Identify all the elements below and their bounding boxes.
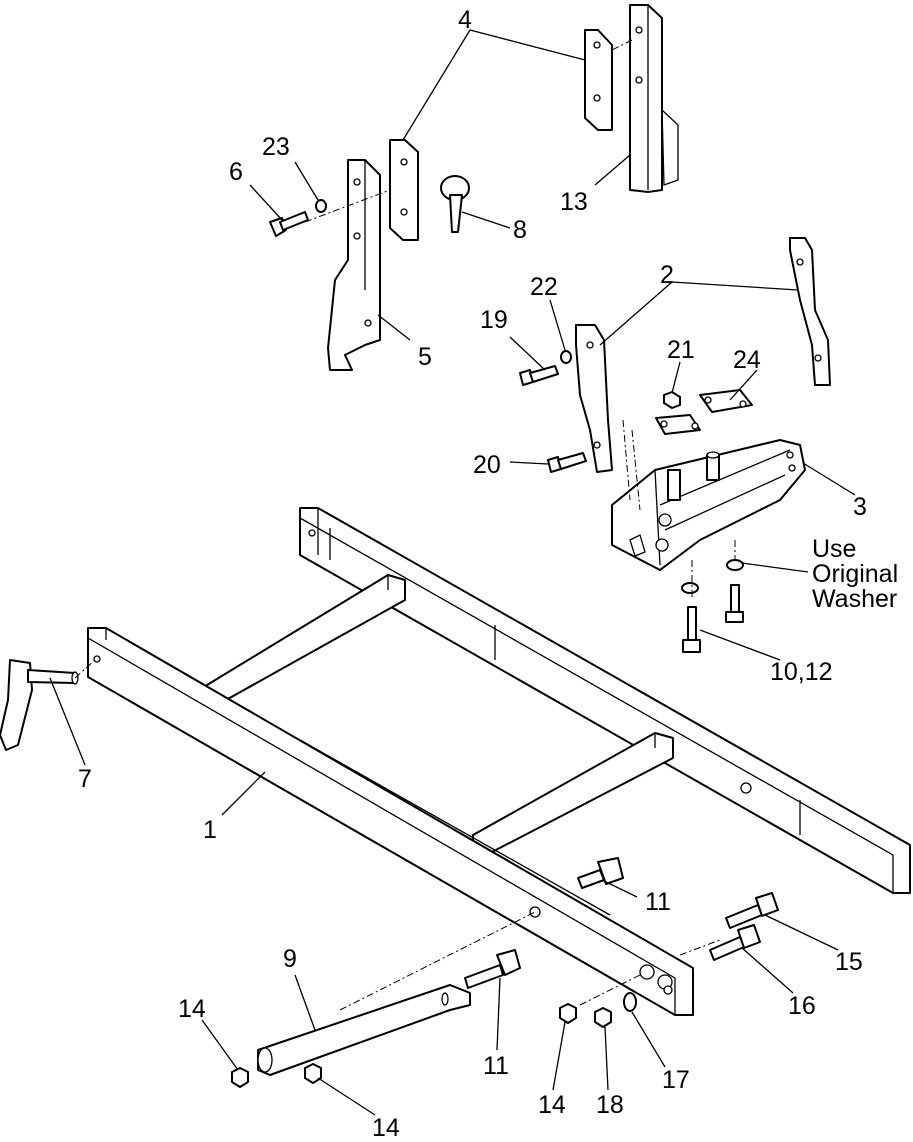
nut-18 <box>594 1007 612 1028</box>
callout-2: 2 <box>660 261 674 289</box>
nut-14-left <box>231 1067 249 1088</box>
callout-13: 13 <box>560 188 588 216</box>
bolt-20 <box>547 452 587 473</box>
callout-9: 9 <box>283 945 297 973</box>
note-washer: Washer <box>812 585 897 613</box>
alignment-lines <box>74 39 736 1011</box>
bolt-16 <box>709 924 761 961</box>
callout-15: 15 <box>835 948 863 976</box>
callout-3: 3 <box>853 493 867 521</box>
callout-20: 20 <box>473 451 501 479</box>
callout-1: 1 <box>203 816 217 844</box>
leader-lines <box>49 29 856 1116</box>
callout-10-12: 10,12 <box>770 658 833 686</box>
callout-11-upper: 11 <box>645 888 671 916</box>
mount-plate-left <box>575 324 613 473</box>
callout-4: 4 <box>458 6 472 34</box>
bolt-15 <box>725 892 779 929</box>
frame-assembly <box>87 507 911 1016</box>
lock-pin <box>440 175 470 233</box>
callout-14-bottom: 14 <box>372 1114 400 1142</box>
washer-17 <box>623 992 637 1012</box>
clamp-plates-24 <box>655 389 753 435</box>
callout-labels: 4 23 6 8 13 5 2 22 19 21 24 20 3 Use Ori… <box>78 6 898 1142</box>
note-use: Use <box>812 535 856 563</box>
callout-11-lower: 11 <box>483 1052 509 1080</box>
callout-14-mid: 14 <box>538 1091 566 1119</box>
nut-14-bottom <box>304 1063 322 1084</box>
washer-23 <box>315 199 327 213</box>
callout-16: 16 <box>788 992 816 1020</box>
callout-21: 21 <box>667 336 695 364</box>
note-original: Original <box>812 560 898 588</box>
mount-plate-right <box>789 237 831 386</box>
callout-8: 8 <box>513 216 527 244</box>
bolt-11-upper <box>577 857 624 889</box>
callout-6: 6 <box>229 158 243 186</box>
callout-22: 22 <box>530 273 558 301</box>
right-mount-bracket <box>584 4 679 193</box>
callout-18: 18 <box>596 1091 624 1119</box>
bolt-6 <box>269 211 309 237</box>
left-mount-bracket <box>327 139 419 371</box>
bolts-10-12 <box>682 584 744 653</box>
handle-pin <box>0 659 79 751</box>
callout-17: 17 <box>662 1066 690 1094</box>
hitch-block-3 <box>611 439 806 571</box>
callout-7: 7 <box>78 765 92 793</box>
callout-19: 19 <box>480 306 508 334</box>
nut-21 <box>663 391 681 409</box>
callout-5: 5 <box>418 343 432 371</box>
callout-24: 24 <box>733 346 761 374</box>
washers-original <box>681 559 744 594</box>
callout-14-left: 14 <box>178 995 206 1023</box>
callout-23: 23 <box>262 133 290 161</box>
bolt-11-lower <box>464 949 521 989</box>
nut-14-mid <box>559 1003 577 1024</box>
brace-9 <box>257 984 471 1076</box>
bolt-19 <box>519 365 559 386</box>
washer-22 <box>560 350 572 364</box>
